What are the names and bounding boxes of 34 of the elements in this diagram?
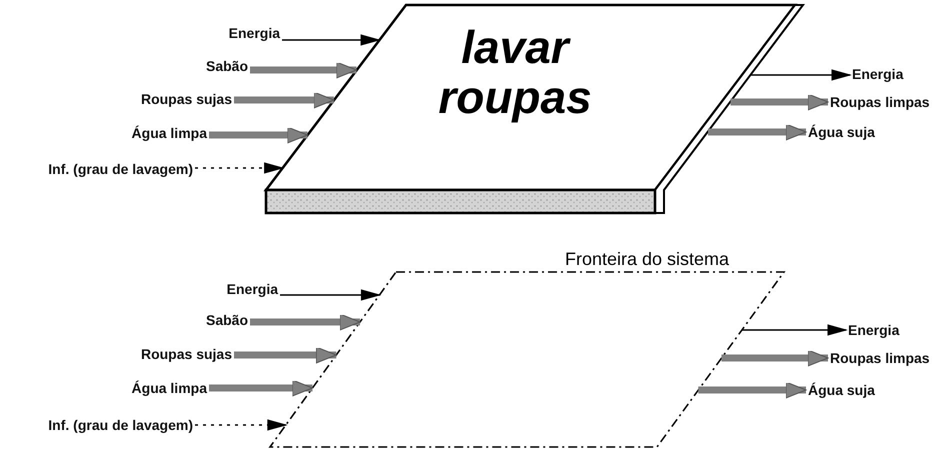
flow-arrow: [234, 92, 334, 108]
flow-label: Energia: [852, 65, 904, 83]
flow-arrow: [209, 126, 308, 144]
flow-label: Água suja: [808, 381, 875, 399]
flow-arrow: [721, 350, 828, 366]
flow-arrow: [195, 420, 286, 430]
flow-arrow: [708, 124, 806, 140]
flow-arrow: [250, 314, 360, 330]
flow-label: Roupas sujas: [140, 345, 232, 363]
flow-label: Roupas limpas: [830, 93, 930, 111]
flow-arrow: [234, 346, 337, 364]
flow-arrow: [730, 94, 828, 110]
flow-label: Energia: [226, 280, 278, 298]
flow-arrow: [195, 162, 284, 174]
flow-label: Sabão: [206, 57, 248, 75]
flow-arrow: [209, 380, 313, 396]
boundary-label: Fronteira do sistema: [565, 248, 730, 270]
flow-label: Inf. (grau de lavagem): [48, 416, 193, 434]
flow-arrow: [698, 382, 806, 398]
flow-label: Água limpa: [132, 124, 207, 142]
flow-label: Energia: [228, 24, 280, 42]
flow-label: Sabão: [206, 311, 248, 329]
flow-label: Roupas sujas: [140, 90, 232, 108]
flow-arrow: [750, 70, 850, 80]
flow-arrow: [280, 290, 380, 300]
flow-label: Roupas limpas: [830, 349, 930, 367]
flow-arrow: [250, 62, 357, 78]
flow-arrow: [742, 324, 846, 336]
flow-label: Água limpa: [132, 379, 207, 397]
flow-label: Inf. (grau de lavagem): [48, 160, 193, 178]
flow-arrow: [282, 34, 380, 46]
flow-label: Água suja: [808, 123, 875, 141]
flow-label: Energia: [848, 321, 900, 339]
process-label: lavar roupas: [437, 22, 593, 122]
